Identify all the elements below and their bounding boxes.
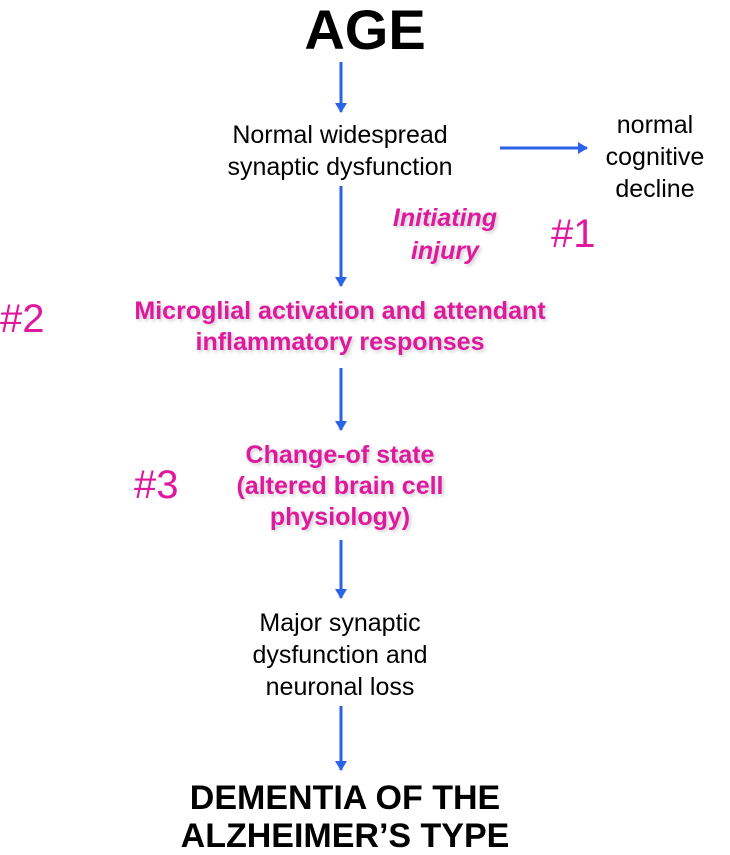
node-normal-cognitive-decline: normal cognitive decline <box>590 109 720 205</box>
node-initiating-injury: Initiating injury <box>355 202 535 268</box>
node-line: Major synaptic <box>259 609 421 637</box>
node-line: DEMENTIA OF THE <box>189 779 501 817</box>
node-line: Normal widespread <box>232 121 448 149</box>
node-line: Initiating <box>392 204 498 232</box>
node-normal-widespread-dysfunction: Normal widespread synaptic dysfunction <box>160 119 520 183</box>
node-microglial-activation: Microglial activation and attendant infl… <box>60 296 620 358</box>
node-line: ALZHEIMER’S TYPE <box>180 817 510 855</box>
step-label-1: #1 <box>551 212 596 256</box>
node-line: (altered brain cell <box>236 472 444 500</box>
node-line: physiology) <box>269 503 411 531</box>
node-dementia-alzheimers-type: DEMENTIA OF THE ALZHEIMER’S TYPE <box>115 779 575 855</box>
step-label-2: #2 <box>0 297 45 341</box>
node-line: cognitive <box>605 143 705 171</box>
step-label-3: #3 <box>134 463 179 507</box>
node-line: injury <box>410 237 480 265</box>
node-line: normal <box>616 111 694 139</box>
node-line: synaptic dysfunction <box>227 153 453 181</box>
node-line: inflammatory responses <box>195 328 485 356</box>
node-major-synaptic-dysfunction: Major synaptic dysfunction and neuronal … <box>190 607 490 703</box>
node-change-of-state: Change-of state (altered brain cell phys… <box>200 440 480 533</box>
node-line: decline <box>615 175 695 203</box>
diagram-title: AGE <box>304 0 426 61</box>
node-line: Microglial activation and attendant <box>134 297 546 325</box>
node-line: Change-of state <box>245 441 435 469</box>
node-line: neuronal loss <box>265 673 415 701</box>
node-line: dysfunction and <box>252 641 428 669</box>
